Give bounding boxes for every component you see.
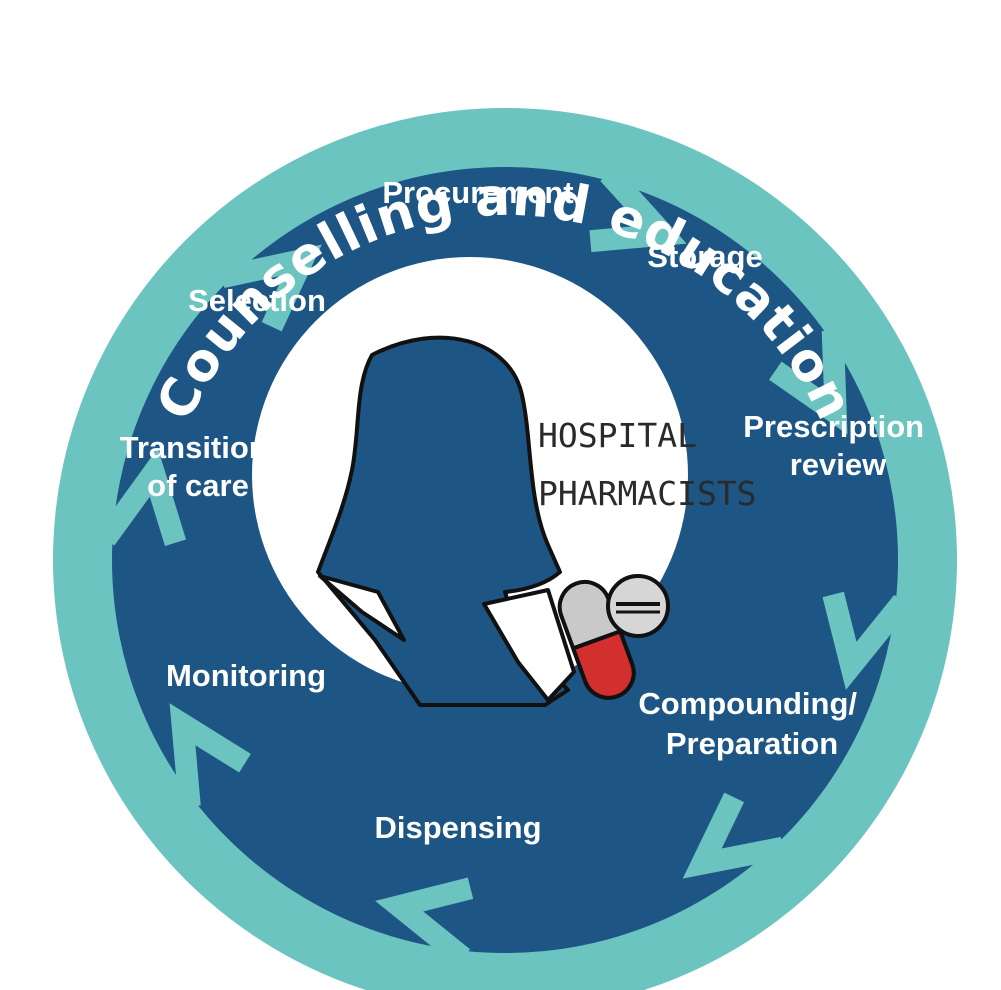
segment-divider-chevron — [769, 330, 848, 435]
segment-storage-line: Storage — [647, 239, 762, 274]
segment-dispensing: Dispensing — [374, 810, 541, 845]
segment-monitoring-line: Monitoring — [166, 658, 326, 693]
segment-dividers — [96, 166, 912, 967]
segment-compounding-line1: Compounding/ — [638, 686, 857, 721]
segment-compounding-line2: Preparation — [666, 726, 838, 761]
segment-dispensing-line: Dispensing — [374, 810, 541, 845]
segment-prescription-review-line1: Prescription — [743, 409, 924, 444]
center-title-line2: PHARMACISTS — [538, 474, 757, 513]
segment-transition-of-care-line1: Transition — [120, 430, 268, 465]
segment-storage: Storage — [647, 239, 762, 274]
segment-procurement-line: Procurement — [382, 175, 573, 210]
segment-selection-line: Selection — [188, 283, 326, 318]
segment-monitoring: Monitoring — [166, 658, 326, 693]
segment-prescription-review-line2: review — [790, 447, 887, 482]
tablet-icon — [606, 574, 670, 638]
segment-procurement: Procurement — [382, 175, 573, 210]
pharmacist-silhouette-icon — [316, 335, 576, 707]
segment-divider-chevron — [682, 792, 786, 879]
segment-divider-chevron — [219, 244, 322, 332]
segment-selection: Selection — [188, 283, 326, 318]
segment-prescription-review: Prescription review — [743, 409, 933, 482]
segment-divider-chevron — [96, 448, 187, 546]
segment-transition-of-care-line2: of care — [147, 468, 249, 503]
segment-compounding: Compounding/ Preparation — [638, 686, 865, 761]
segment-divider-chevron — [589, 166, 687, 253]
segment-divider-chevron — [375, 877, 474, 967]
center-title-line1: HOSPITAL — [538, 416, 697, 455]
segment-divider-chevron — [169, 703, 251, 808]
segment-divider-chevron — [822, 591, 912, 690]
segment-transition-of-care: Transition of care — [120, 430, 277, 503]
